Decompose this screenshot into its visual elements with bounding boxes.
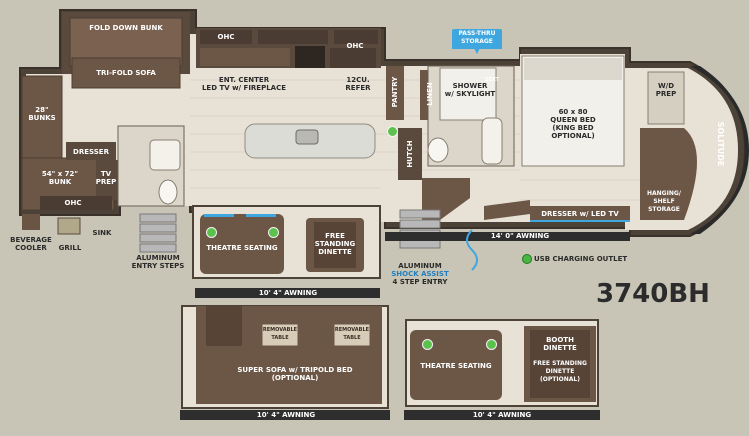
ent-center	[200, 48, 290, 66]
usb-outlet-opt2-left	[422, 339, 433, 350]
label-theatre-seating-2: THEATRE SEATING	[420, 362, 492, 370]
vanity-sink	[481, 117, 503, 165]
dresser-led	[530, 206, 630, 222]
label-hanging-shelf: HANGING/ SHELF STORAGE	[647, 190, 681, 213]
beverage-cooler	[22, 214, 40, 230]
usb-outlet-bath	[387, 126, 398, 137]
label-shower: SHOWER w/ SKYLIGHT	[444, 82, 496, 98]
label-beverage-cooler: BEVERAGE COOLER	[10, 236, 52, 252]
label-removable-table-1: REMOVABLE TABLE	[262, 327, 298, 341]
label-seat: SEAT	[485, 77, 499, 83]
label-brand: SOLITUDE	[716, 121, 725, 167]
label-linen: LINEN	[426, 82, 434, 106]
label-shock-b: SHOCK ASSIST	[391, 270, 449, 278]
awning-rear-bar	[195, 288, 380, 298]
hutch	[398, 128, 422, 180]
label-sink: SINK	[92, 229, 112, 237]
legend-usb-label: USB CHARGING OUTLET	[534, 255, 628, 263]
awning-opt1-bar	[180, 410, 390, 420]
pillows	[524, 58, 622, 80]
bedroom-step	[484, 200, 530, 220]
legend-usb-dot	[522, 254, 532, 264]
usb-outlet-seat-left	[206, 227, 217, 238]
label-ohc-left: OHC	[217, 33, 235, 41]
label-free-dinette: FREE STANDING DINETTE	[314, 232, 356, 256]
label-dresser: DRESSER	[73, 148, 109, 156]
option1-table-2	[333, 323, 371, 347]
model-number: 3740BH	[596, 279, 710, 309]
bunks-28	[21, 75, 63, 159]
dresser-bunk	[66, 142, 116, 160]
label-queen-bed: 60 x 80 QUEEN BED (KING BED OPTIONAL)	[550, 108, 596, 140]
label-awning-front: 14' 0" AWNING	[490, 232, 550, 240]
option2-theatre	[410, 330, 502, 400]
ohc-mid	[258, 30, 328, 44]
ohc-left	[200, 30, 252, 44]
theatre-seating	[200, 214, 284, 274]
dinette-chairs	[314, 222, 356, 268]
label-ohc-bunk: OHC	[64, 199, 82, 207]
label-wd-prep: W/D PREP	[655, 82, 677, 98]
label-booth-dinette: BOOTH DINETTE	[543, 336, 577, 352]
seat-accent-1	[204, 214, 234, 217]
range	[295, 46, 325, 68]
usb-outlet-seat-right	[268, 227, 279, 238]
label-awning-opt1: 10' 4" AWNING	[256, 411, 316, 419]
main-toilet	[427, 137, 449, 163]
ohc-bunk	[40, 196, 112, 210]
label-bunk-54: 54" x 72" BUNK	[41, 170, 79, 186]
label-grill: GRILL	[58, 244, 82, 252]
seat-accent-2	[246, 214, 276, 217]
option1-table-1	[261, 323, 299, 347]
wd-prep	[647, 71, 685, 125]
usb-outlet-opt2-right	[486, 339, 497, 350]
label-super-sofa: SUPER SOFA w/ TRIPOLD BED (OPTIONAL)	[237, 366, 353, 382]
grill	[57, 217, 81, 235]
label-ent-center: ENT. CENTER LED TV w/ FIREPLACE	[201, 76, 287, 92]
option2-dinette-inner	[530, 330, 590, 398]
label-ohc-right: OHC	[346, 42, 364, 50]
label-refer: 12CU. REFER	[345, 76, 371, 92]
awning-opt2-bar	[404, 410, 600, 420]
hanging-shelf	[640, 128, 697, 220]
label-awning-opt2: 10' 4" AWNING	[472, 411, 532, 419]
label-free-dinette-opt: FREE STANDING DINETTE (OPTIONAL)	[533, 360, 587, 383]
option1-left-arm	[206, 306, 242, 346]
label-bunks-28: 28" BUNKS	[28, 106, 56, 122]
label-pantry: PANTRY	[391, 76, 399, 108]
label-tv-prep: TV PREP	[95, 170, 117, 186]
front-sink	[149, 139, 181, 171]
label-shock-c: 4 STEP ENTRY	[392, 278, 448, 286]
refer	[330, 48, 376, 68]
label-fold-down-bunk: FOLD DOWN BUNK	[89, 24, 163, 32]
label-theatre-seating: THEATRE SEATING	[206, 244, 278, 252]
dresser-accent	[530, 220, 630, 222]
tv-prep-bunk	[96, 160, 118, 200]
label-hutch: HUTCH	[406, 140, 414, 168]
label-awning-rear: 10' 4" AWNING	[258, 289, 318, 297]
aluminum-entry-steps	[139, 213, 177, 253]
label-aluminum-steps: ALUMINUM ENTRY STEPS	[131, 254, 185, 270]
label-tri-fold-sofa: TRI-FOLD SOFA	[96, 69, 156, 77]
awning-front-bar	[385, 232, 630, 241]
pantry	[386, 66, 404, 120]
island-sink	[295, 129, 319, 145]
label-dresser-tv: DRESSER w/ LED TV	[541, 210, 619, 218]
hose	[466, 229, 478, 271]
front-toilet	[158, 179, 178, 205]
tri-fold-sofa	[71, 57, 181, 89]
shower	[439, 67, 497, 121]
label-removable-table-2: REMOVABLE TABLE	[334, 327, 370, 341]
ohc-right	[334, 30, 378, 44]
label-shock-a: ALUMINUM	[398, 262, 442, 270]
